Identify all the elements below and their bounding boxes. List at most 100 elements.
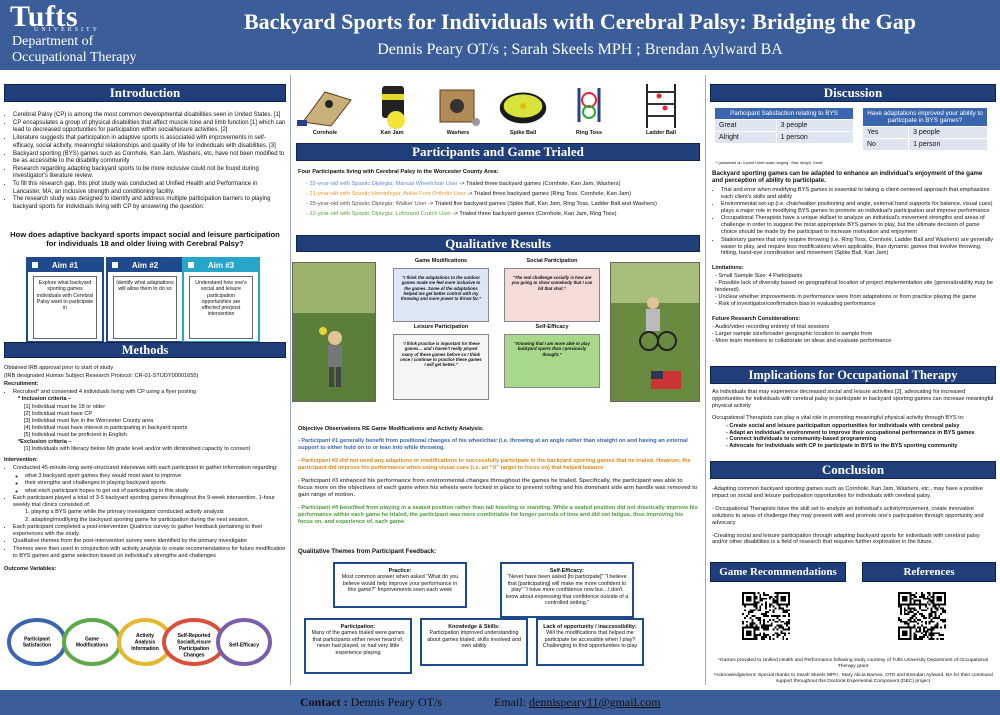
discussion-bullet: Trial and error when modifying BYS games… bbox=[721, 187, 994, 201]
participant-profile: - 21-year-old with Spastic Hemiplegia; A… bbox=[306, 191, 468, 197]
poster-footer: Contact : Dennis Peary OT/s Email: denni… bbox=[0, 690, 1000, 715]
intervention-item: Qualitative themes from the post-interve… bbox=[13, 538, 286, 545]
intro-bullet: Research regarding adapting backyard spo… bbox=[13, 166, 286, 181]
game-item: Kan Jam bbox=[362, 82, 422, 142]
game-image-icon bbox=[494, 82, 552, 130]
aim-title: Aim #2 bbox=[108, 259, 182, 272]
implications-body: As individuals that may experience decre… bbox=[712, 389, 994, 450]
outcome-label: Outcome Variables: bbox=[4, 565, 57, 572]
intro-bullet: Backyard sporting (BYS) games such as Co… bbox=[13, 151, 286, 166]
adaptations-table: Have adaptations improved your ability t… bbox=[861, 107, 988, 151]
implication-item: - Connect individuals to community-based… bbox=[726, 436, 877, 443]
aim-checkbox-icon bbox=[188, 262, 194, 268]
future-list: - Audio/video recording entirety of tria… bbox=[712, 324, 994, 345]
implications-heading: Implications for Occupational Therapy bbox=[710, 366, 996, 384]
methods-body: Obtained IRB approval prior to start of … bbox=[4, 365, 286, 573]
game-label: Spike Ball bbox=[509, 130, 537, 136]
feedback-box-text: Many of the games trialed were games tha… bbox=[311, 630, 405, 656]
column-divider bbox=[290, 75, 291, 685]
intro-bullet: Cerebral Palsy (CP) is among the most co… bbox=[13, 112, 286, 119]
aim-checkbox-icon bbox=[112, 262, 118, 268]
feedback-box: Practice:Most common answer when asked “… bbox=[333, 562, 467, 608]
inclusion-item: [1] Individual must be 18 or older bbox=[24, 404, 106, 411]
observation-item: - Participant #2 did not need any adapti… bbox=[298, 458, 691, 471]
theme-quote: “I think practice is important for these… bbox=[393, 334, 489, 400]
aim-box: Aim #1 Explore what backyard sporting gam… bbox=[26, 257, 104, 343]
table-cell: Great bbox=[714, 119, 777, 132]
game-image-icon bbox=[626, 82, 696, 130]
poster-authors: Dennis Peary OT/s ; Sarah Skeels MPH ; B… bbox=[377, 41, 783, 58]
adaptations-table-header: Have adaptations improved your ability t… bbox=[862, 107, 988, 127]
implication-item: - Advocate for individuals with CP to pa… bbox=[726, 443, 958, 450]
game-image-icon bbox=[294, 82, 356, 130]
participant-profile: - 32-year-old with Spastic Diplegia; Man… bbox=[306, 181, 460, 187]
aim-text: Identify what adaptations will allow the… bbox=[113, 276, 177, 339]
satisfaction-table: Participant Satisfaction relating to BYS… bbox=[714, 107, 855, 144]
intervention-item: their strengths and challenges in playin… bbox=[25, 480, 286, 487]
acknowledgement: *Acknowledgement: Special thanks to Sara… bbox=[713, 673, 993, 684]
discussion-body: Backyard sporting games can be adapted t… bbox=[712, 170, 994, 344]
methods-heading: Methods bbox=[4, 342, 286, 358]
participant-profile: - 22-year-old with Spastic Diplegia; Lof… bbox=[306, 211, 453, 217]
feedback-box-title: Lack of opportunity / inaccessibility: bbox=[543, 624, 637, 630]
participant-row: - 25-year-old with Spastic Diplegia; Wal… bbox=[298, 199, 698, 209]
aim-title: Aim #1 bbox=[28, 259, 102, 272]
observation-item: - Participant #4 benefited from playing … bbox=[298, 505, 698, 525]
column-divider bbox=[705, 75, 706, 685]
satisfaction-table-header: Participant Satisfaction relating to BYS bbox=[714, 107, 854, 120]
participant-list: - 32-year-old with Spastic Diplegia; Man… bbox=[298, 179, 698, 219]
photo-placeholder-icon bbox=[611, 263, 699, 401]
observation-item: - Participant #3 enhanced his performanc… bbox=[298, 478, 698, 498]
intervention-label: Intervention: bbox=[4, 457, 38, 464]
game-item: Ring Toss bbox=[558, 82, 620, 142]
participant-games: -> Trialed three backyard games (Ring To… bbox=[467, 191, 632, 197]
intervention-item: Each participant played a total of 3-5 b… bbox=[13, 495, 286, 509]
qualitative-heading: Qualitative Results bbox=[296, 235, 700, 252]
discussion-bullet: Environmental set-up (i.e. chair/walker … bbox=[721, 201, 994, 215]
recruitment-label: Recruitment: bbox=[4, 380, 39, 387]
discussion-lead: Backyard sporting games can be adapted t… bbox=[712, 170, 983, 185]
future-label: Future Research Considerations: bbox=[712, 315, 801, 322]
introduction-heading: Introduction bbox=[4, 84, 286, 102]
poster-header: Tufts UNIVERSITY Department of Occupatio… bbox=[0, 0, 1000, 70]
conclusion-heading: Conclusion bbox=[710, 461, 996, 479]
aim-text: Explore what backyard sporting games ind… bbox=[33, 276, 97, 339]
recruitment-text: Recruited* and consented 4 individuals l… bbox=[13, 389, 286, 396]
theme-title: Self-Efficacy bbox=[535, 324, 569, 330]
references-qr-icon[interactable] bbox=[898, 592, 946, 640]
game-item: Washers bbox=[428, 82, 488, 142]
game-label: Washers bbox=[446, 130, 470, 136]
participant-profile: - 25-year-old with Spastic Diplegia; Wal… bbox=[306, 201, 429, 207]
intro-bullet: Literature suggests that participation i… bbox=[13, 135, 286, 150]
feedback-box-title: Self-Efficacy: bbox=[549, 568, 585, 574]
introduction-body: Cerebral Palsy (CP) is among the most co… bbox=[4, 112, 286, 212]
outcome-ring bbox=[216, 618, 272, 666]
table-cell: No bbox=[861, 138, 910, 151]
theme-quote: “I think the adaptations to the outdoor … bbox=[393, 268, 489, 322]
participants-subheading: Four Participants living with Cerebral P… bbox=[298, 169, 499, 175]
observations-heading: Objective Observations RE Game Modificat… bbox=[298, 426, 484, 432]
discussion-bullet: Occupational Therapists have a unique sk… bbox=[721, 215, 994, 236]
feedback-box-title: Knowledge & Skills: bbox=[448, 624, 500, 630]
email-link[interactable]: dennispeary11@gmail.com bbox=[529, 695, 661, 709]
department-name: Department of Occupational Therapy bbox=[12, 34, 137, 66]
intervention-item: 2. adapting/modifying the backyard sport… bbox=[25, 516, 250, 523]
discussion-bullet: Stationary games that only require throw… bbox=[721, 237, 994, 258]
game-recommendations-heading: Game Recommendations bbox=[710, 562, 846, 582]
participant-photo-right bbox=[610, 262, 700, 402]
limitation-item: - Small Sample Size: 4 Participants bbox=[715, 273, 803, 280]
implications-p2: Occupational Therapists can play a vital… bbox=[712, 414, 965, 421]
participant-games: -> Trialed five backyard games (Spike Ba… bbox=[428, 201, 657, 207]
intervention-item: Themes were then used in conjunction wit… bbox=[13, 546, 286, 560]
participants-heading: Participants and Game Trialed bbox=[296, 143, 700, 161]
participants-body: Four Participants living with Cerebral P… bbox=[298, 167, 698, 219]
feedback-box-title: Practice: bbox=[388, 568, 412, 574]
inclusion-item: [5] Individual must be proficient in Eng… bbox=[24, 431, 127, 438]
inclusion-list: [1] Individual must be 18 or older[2] In… bbox=[4, 404, 286, 439]
game-item: Cornhole bbox=[294, 82, 356, 142]
game-recommendations-qr-icon[interactable] bbox=[742, 592, 790, 640]
game-image-icon bbox=[362, 82, 422, 130]
inclusion-item: [2] Individual must have CP bbox=[24, 410, 93, 417]
